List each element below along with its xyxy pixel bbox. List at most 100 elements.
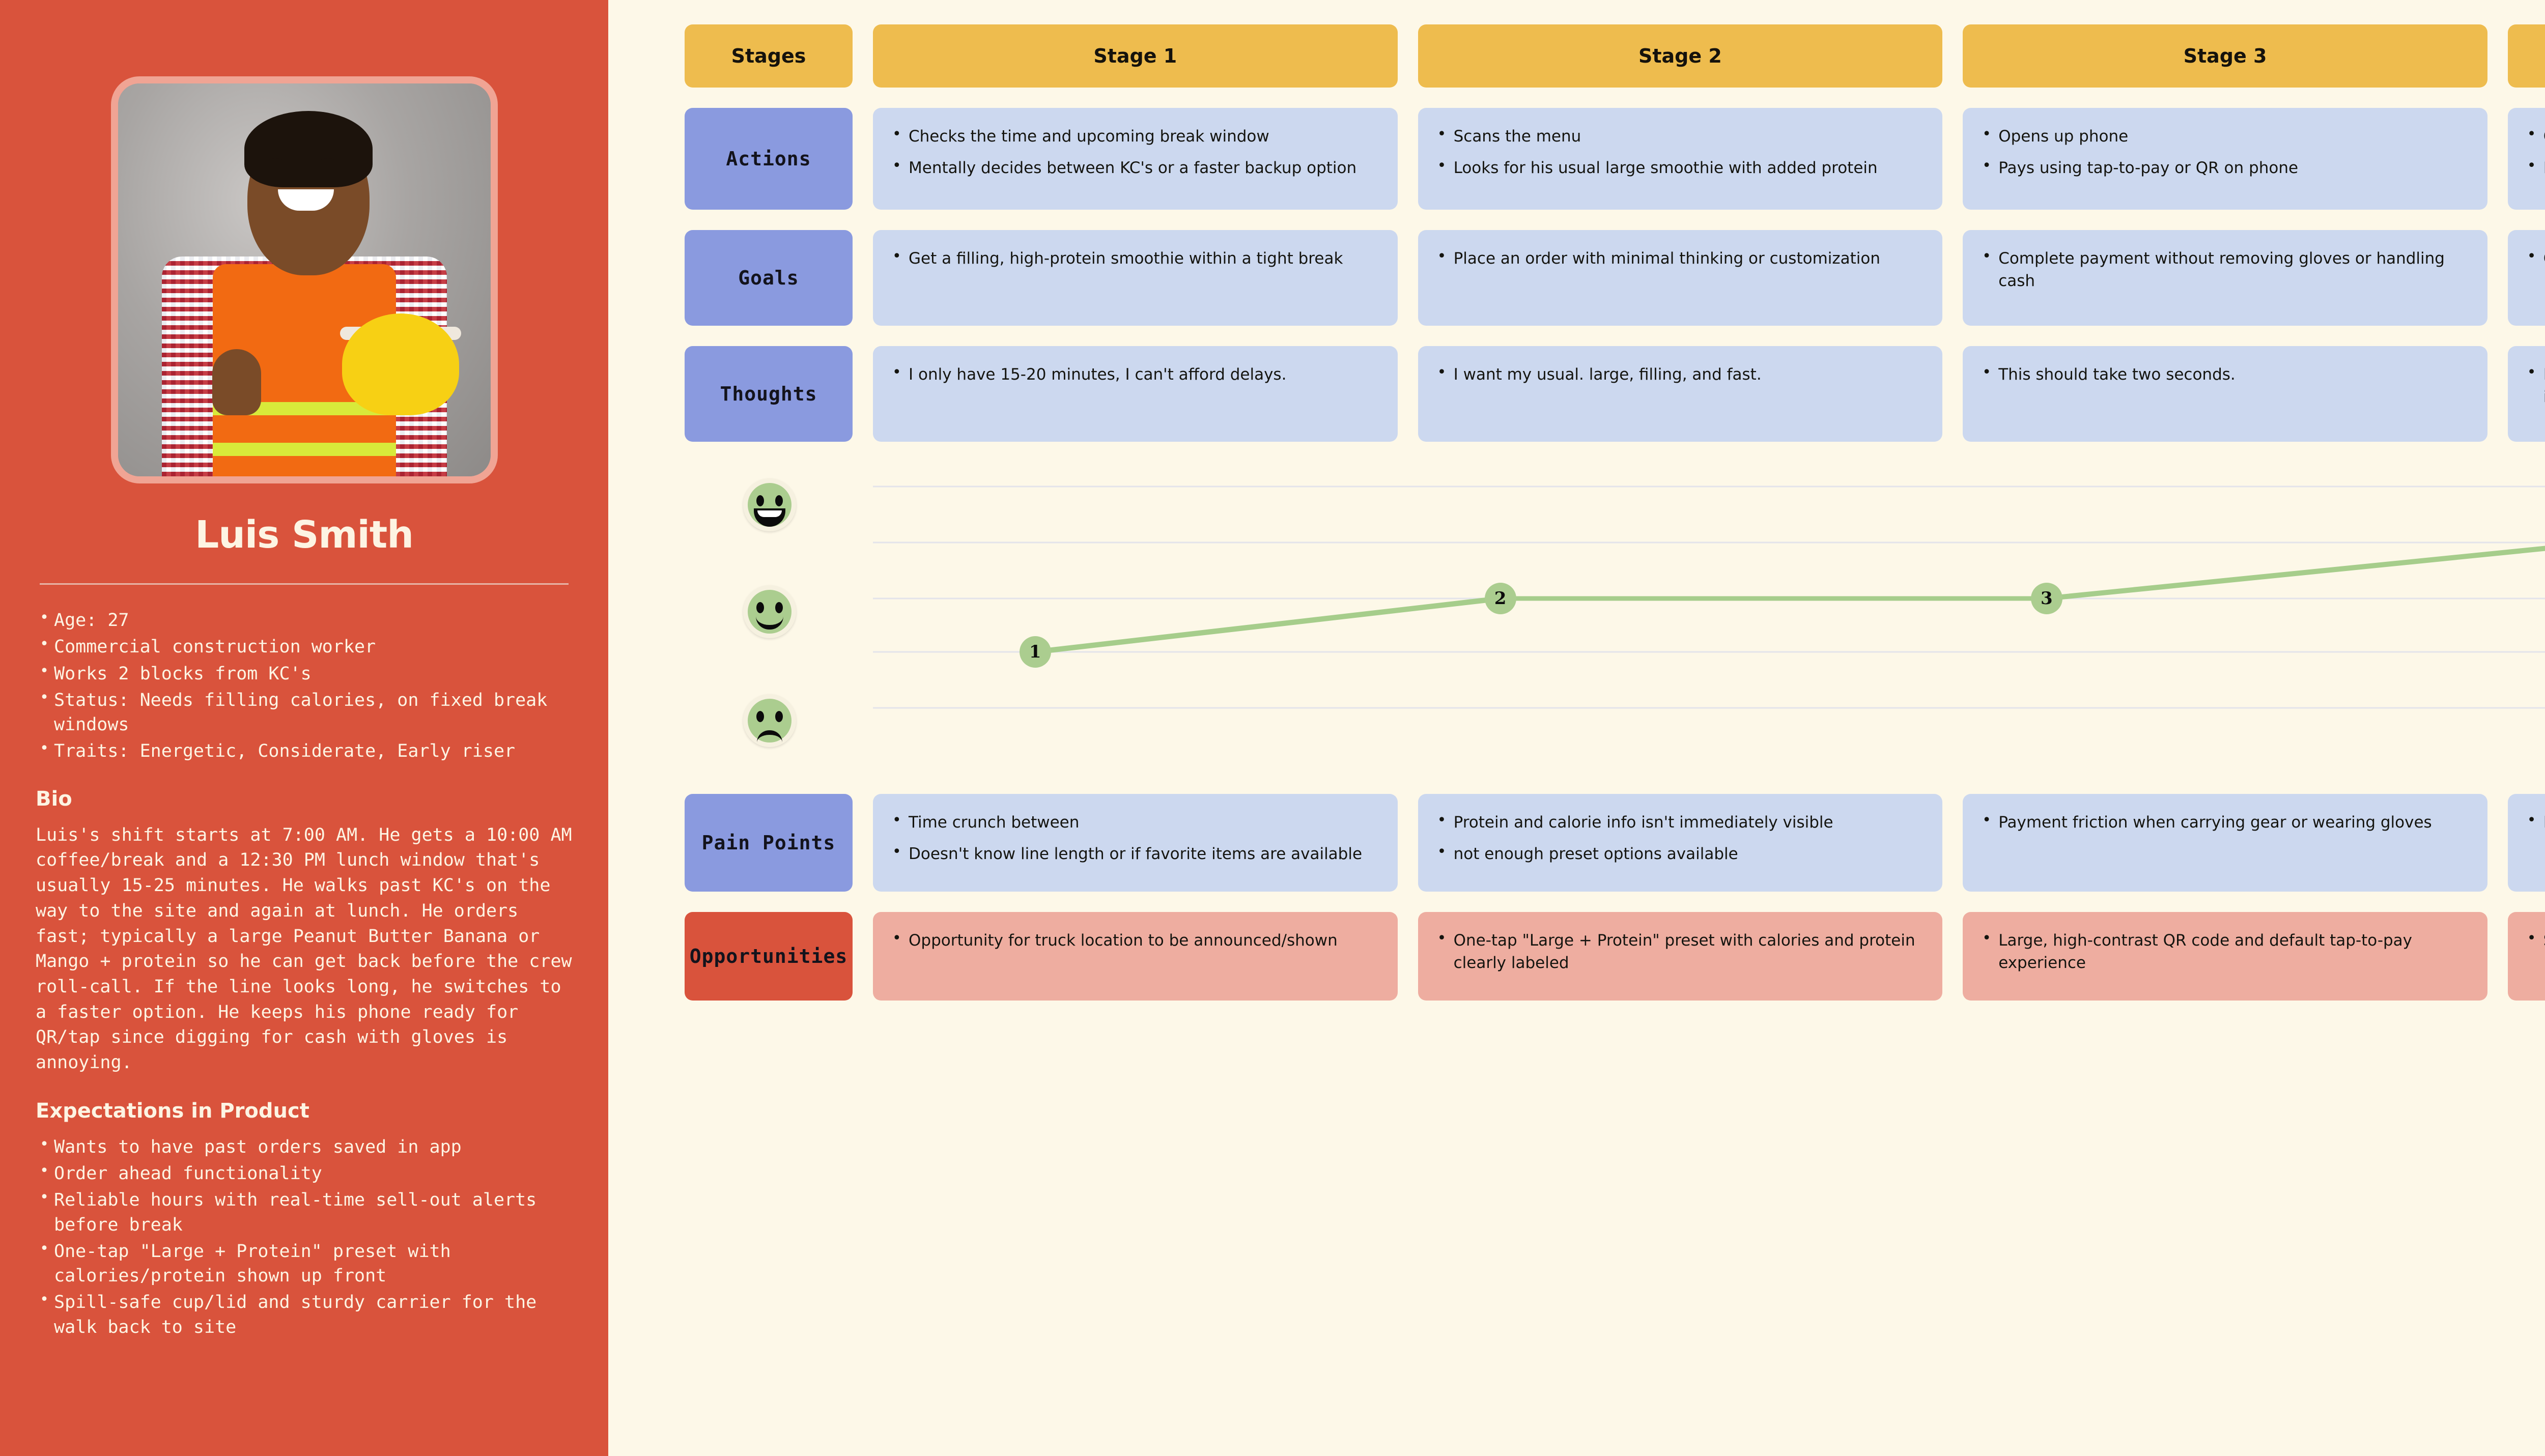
cell-thoughts-stage4[interactable]: I need this to survive the walk back and… — [2507, 346, 2545, 442]
persona-facts-list: Age: 27 Commercial construction worker W… — [36, 607, 573, 764]
cell-actions-stage4[interactable]: Confirms payment Picks up smoothie and w… — [2507, 108, 2545, 210]
list-item: Order ahead functionality — [36, 1160, 573, 1186]
neutral-face-icon — [743, 585, 796, 638]
sad-face-icon — [743, 694, 796, 747]
list-item: Spill-safe cup/lid and sturdy carrier fo… — [36, 1289, 573, 1339]
sidebar-divider — [40, 583, 569, 585]
cell-pain-stage3[interactable]: Payment friction when carrying gear or w… — [1963, 794, 2487, 892]
row-label-thoughts: Thoughts — [685, 346, 853, 442]
stage-header-1[interactable]: Stage 1 — [873, 24, 1398, 88]
list-item: Large, high-contrast QR code and default… — [1972, 928, 2470, 974]
happy-face-icon — [743, 478, 796, 531]
journey-node-3[interactable]: 3 — [2030, 582, 2062, 614]
stages-label: Stages — [685, 24, 853, 88]
hard-hat-icon — [342, 313, 459, 415]
cell-pain-stage2[interactable]: Protein and calorie info isn't immediate… — [1418, 794, 1943, 892]
list-item: Picks up smoothie and walks back to the … — [2517, 155, 2545, 179]
cell-opportunity-stage4[interactable]: Spill-safe lids, sturdy cup design, and … — [2507, 912, 2545, 1001]
list-item: Looks for his usual large smoothie with … — [1427, 155, 1926, 179]
list-item: Traits: Energetic, Considerate, Early ri… — [36, 738, 573, 763]
list-item: Status: Needs filling calories, on fixed… — [36, 687, 573, 737]
right-eye — [319, 158, 336, 166]
cell-thoughts-stage2[interactable]: I want my usual. large, filling, and fas… — [1418, 346, 1943, 442]
list-item: Spill-safe lids, sturdy cup design, and … — [2517, 928, 2545, 952]
emotion-chart: 1 2 3 4 5 — [685, 471, 2545, 766]
list-item: Time crunch between — [882, 810, 1380, 834]
hair — [244, 111, 373, 188]
emotion-line — [1023, 546, 2545, 654]
cell-goals-stage3[interactable]: Complete payment without removing gloves… — [1963, 230, 2487, 326]
list-item: not enough preset options available — [1427, 841, 1926, 865]
row-pain-points: Pain Points Time crunch between Doesn't … — [685, 794, 2545, 892]
list-item: Get a filling, high-protein smoothie wit… — [882, 246, 1380, 270]
list-item: This should take two seconds. — [1972, 362, 2470, 386]
cell-actions-stage3[interactable]: Opens up phone Pays using tap-to-pay or … — [1963, 108, 2487, 210]
cell-pain-stage1[interactable]: Time crunch between Doesn't know line le… — [873, 794, 1398, 892]
cell-goals-stage1[interactable]: Get a filling, high-protein smoothie wit… — [873, 230, 1398, 326]
thumbs-up-icon — [212, 349, 261, 415]
emotion-plot-area: 1 2 3 4 5 — [873, 471, 2545, 766]
construction-worker-photo — [118, 83, 491, 476]
list-item: Age: 27 — [36, 607, 573, 633]
list-item: Mentally decides between KC's or a faste… — [882, 155, 1380, 179]
list-item: I only have 15-20 minutes, I can't affor… — [882, 362, 1380, 386]
row-actions: Actions Checks the time and upcoming bre… — [685, 108, 2545, 210]
journey-main: Stages Stage 1 Stage 2 Stage 3 Stage 4 S… — [608, 0, 2545, 1456]
list-item: Get back on time with no spills — [2517, 246, 2545, 270]
list-item: Complete payment without removing gloves… — [1972, 246, 2470, 292]
list-item: Place an order with minimal thinking or … — [1427, 246, 1926, 270]
left-eye — [267, 158, 285, 166]
list-item: Works 2 blocks from KC's — [36, 661, 573, 686]
list-item: Wants to have past orders saved in app — [36, 1134, 573, 1159]
persona-sidebar: Luis Smith Age: 27 Commercial constructi… — [0, 0, 608, 1456]
cell-pain-stage4[interactable]: Dust, noise, and movement increase spill… — [2507, 794, 2545, 892]
list-item: Opportunity for truck location to be ann… — [882, 928, 1380, 952]
cell-goals-stage2[interactable]: Place an order with minimal thinking or … — [1418, 230, 1943, 326]
stage-header-3[interactable]: Stage 3 — [1963, 24, 2487, 88]
list-item: Opens up phone — [1972, 124, 2470, 148]
cell-opportunity-stage2[interactable]: One-tap "Large + Protein" preset with ca… — [1418, 912, 1943, 1001]
persona-avatar — [110, 76, 498, 483]
journey-node-1[interactable]: 1 — [1019, 636, 1051, 668]
list-item: Reliable hours with real-time sell-out a… — [36, 1187, 573, 1237]
list-item: I want my usual. large, filling, and fas… — [1427, 362, 1926, 386]
stage-header-2[interactable]: Stage 2 — [1418, 24, 1943, 88]
row-label-pain-points: Pain Points — [685, 794, 853, 892]
list-item: Checks the time and upcoming break windo… — [882, 124, 1380, 148]
journey-node-2[interactable]: 2 — [1484, 582, 1516, 614]
row-goals: Goals Get a filling, high-protein smooth… — [685, 230, 2545, 326]
cell-opportunity-stage3[interactable]: Large, high-contrast QR code and default… — [1963, 912, 2487, 1001]
row-thoughts: Thoughts I only have 15-20 minutes, I ca… — [685, 346, 2545, 442]
list-item: One-tap "Large + Protein" preset with ca… — [1427, 928, 1926, 974]
cell-actions-stage2[interactable]: Scans the menu Looks for his usual large… — [1418, 108, 1943, 210]
emotion-axis-icons — [685, 471, 853, 766]
list-item: Dust, noise, and movement increase spill… — [2517, 810, 2545, 834]
stage-header-row: Stages Stage 1 Stage 2 Stage 3 Stage 4 S… — [685, 24, 2545, 88]
row-label-goals: Goals — [685, 230, 853, 326]
list-item: Confirms payment — [2517, 124, 2545, 148]
gridlines — [873, 486, 2545, 709]
persona-name: Luis Smith — [195, 513, 414, 557]
expectations-heading: Expectations in Product — [36, 1099, 309, 1123]
list-item: Doesn't know line length or if favorite … — [882, 841, 1380, 865]
emotion-line-svg — [873, 486, 2545, 709]
list-item: Commercial construction worker — [36, 634, 573, 659]
cell-goals-stage4[interactable]: Get back on time with no spills — [2507, 230, 2545, 326]
list-item: Protein and calorie info isn't immediate… — [1427, 810, 1926, 834]
cell-thoughts-stage3[interactable]: This should take two seconds. — [1963, 346, 2487, 442]
list-item: Payment friction when carrying gear or w… — [1972, 810, 2470, 834]
row-label-opportunities: Opportunities — [685, 912, 853, 1001]
list-item: Scans the menu — [1427, 124, 1926, 148]
cell-opportunity-stage1[interactable]: Opportunity for truck location to be ann… — [873, 912, 1398, 1001]
bio-heading: Bio — [36, 787, 72, 811]
expectations-list: Wants to have past orders saved in app O… — [36, 1134, 573, 1339]
cell-actions-stage1[interactable]: Checks the time and upcoming break windo… — [873, 108, 1398, 210]
stage-header-4[interactable]: Stage 4 — [2507, 24, 2545, 88]
list-item: Pays using tap-to-pay or QR on phone — [1972, 155, 2470, 179]
row-label-actions: Actions — [685, 108, 853, 210]
row-opportunities: Opportunities Opportunity for truck loca… — [685, 912, 2545, 1001]
cell-thoughts-stage1[interactable]: I only have 15-20 minutes, I can't affor… — [873, 346, 1398, 442]
bio-text: Luis's shift starts at 7:00 AM. He gets … — [36, 824, 572, 1073]
list-item: I need this to survive the walk back and… — [2517, 362, 2545, 408]
